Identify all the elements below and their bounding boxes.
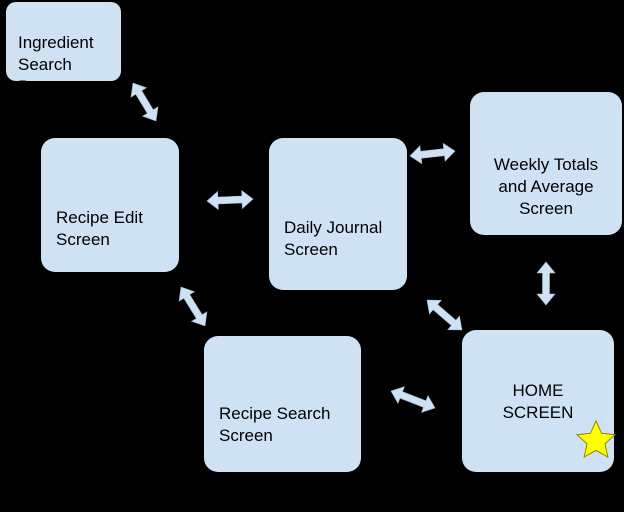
node-weekly-totals-screen: Weekly Totals and Average Screen (470, 92, 622, 235)
node-ingredient-search-popup: Ingredient Search Popup (6, 2, 121, 96)
arrow-recipe-search-screen-to-home-screen (390, 386, 436, 413)
node-label: Daily Journal Screen (284, 218, 383, 259)
arrows-layer (130, 82, 556, 413)
arrow-ingredient-search-popup-to-recipe-edit-screen (130, 82, 159, 122)
node-label: Weekly Totals and Average Screen (493, 155, 599, 218)
node-label: Recipe Search Screen (219, 404, 331, 445)
diagram-canvas: Ingredient Search Popup Recipe Edit Scre… (6, 2, 622, 488)
arrow-recipe-edit-screen-to-recipe-search-screen (178, 286, 208, 327)
node-recipe-edit-screen: Recipe Edit Screen (41, 138, 179, 272)
node-recipe-search-screen: Recipe Search Screen (204, 336, 361, 472)
arrow-daily-journal-screen-to-home-screen (426, 299, 463, 331)
arrow-daily-journal-screen-to-weekly-totals-screen (409, 142, 456, 165)
node-home-screen: HOME SCREEN (START) (462, 330, 614, 488)
arrow-weekly-totals-screen-to-home-screen (536, 261, 556, 306)
node-label: HOME SCREEN (502, 381, 574, 422)
node-label: Ingredient Search Popup (18, 33, 94, 96)
node-daily-journal-screen: Daily Journal Screen (269, 138, 407, 290)
start-label: (START) (505, 469, 571, 488)
arrow-recipe-edit-screen-to-daily-journal-screen (206, 189, 254, 211)
node-label: Recipe Edit Screen (56, 208, 143, 249)
